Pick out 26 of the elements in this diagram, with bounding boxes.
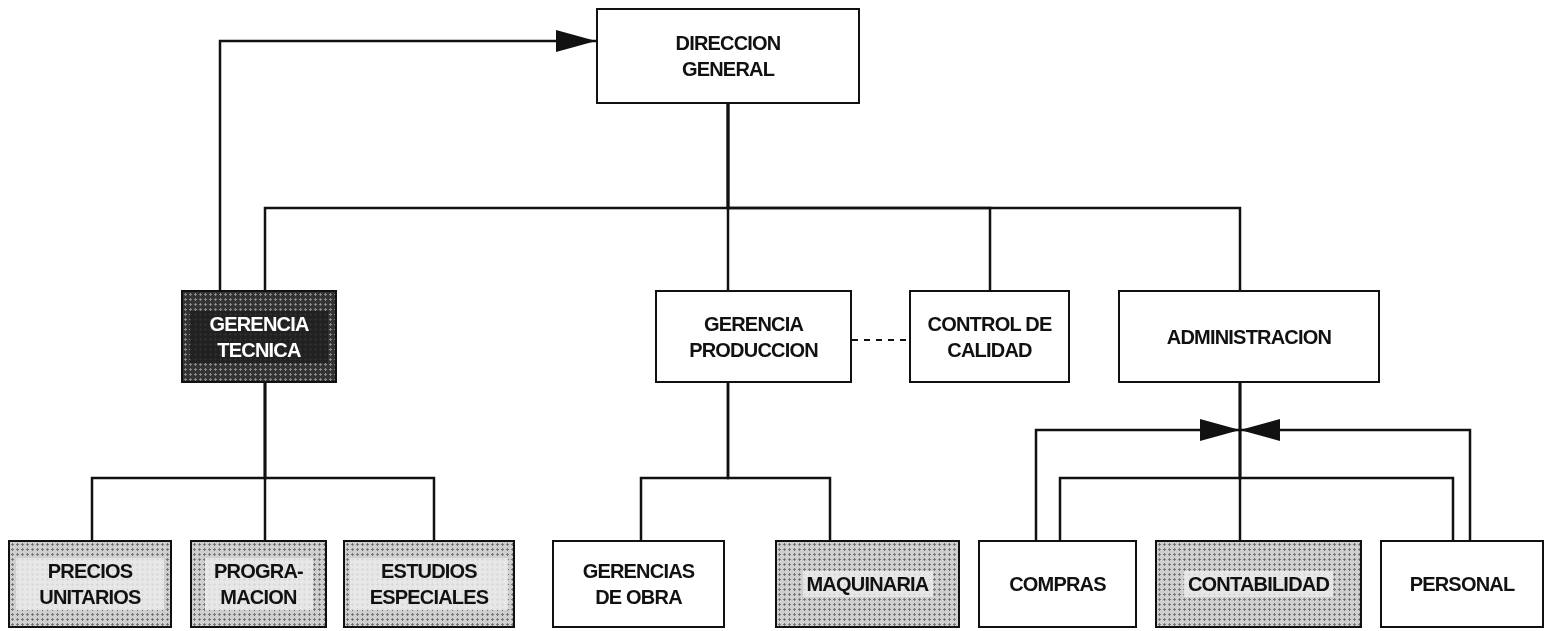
process-box bbox=[8, 540, 172, 628]
process-box bbox=[181, 290, 337, 383]
process-box bbox=[909, 290, 1070, 383]
process-box bbox=[596, 8, 860, 104]
box-label: PERSONAL bbox=[1408, 572, 1516, 597]
process-box bbox=[978, 540, 1137, 628]
box-label: CONTROL DE CALIDAD bbox=[926, 311, 1053, 363]
process-box bbox=[1118, 290, 1380, 383]
process-box bbox=[343, 540, 515, 628]
box-label: ADMINISTRACION bbox=[1165, 324, 1333, 350]
box-label: GERENCIA TECNICA bbox=[190, 310, 328, 363]
box-label: PROGRA- MACION bbox=[204, 558, 313, 610]
box-label: PRECIOS UNITARIOS bbox=[16, 558, 164, 610]
box-label: MAQUINARIA bbox=[802, 571, 933, 597]
box-label: COMPRAS bbox=[1008, 572, 1107, 597]
process-box bbox=[1380, 540, 1544, 628]
process-box bbox=[190, 540, 327, 628]
box-label: CONTABILIDAD bbox=[1183, 571, 1334, 597]
box-label: DIRECCION GENERAL bbox=[674, 31, 782, 82]
box-label: GERENCIA PRODUCCION bbox=[688, 311, 819, 363]
process-box bbox=[552, 540, 725, 628]
process-box bbox=[1155, 540, 1362, 628]
process-box bbox=[775, 540, 960, 628]
process-box bbox=[655, 290, 852, 383]
box-label: ESTUDIOS ESPECIALES bbox=[350, 558, 508, 610]
box-label: GERENCIAS DE OBRA bbox=[581, 559, 696, 610]
